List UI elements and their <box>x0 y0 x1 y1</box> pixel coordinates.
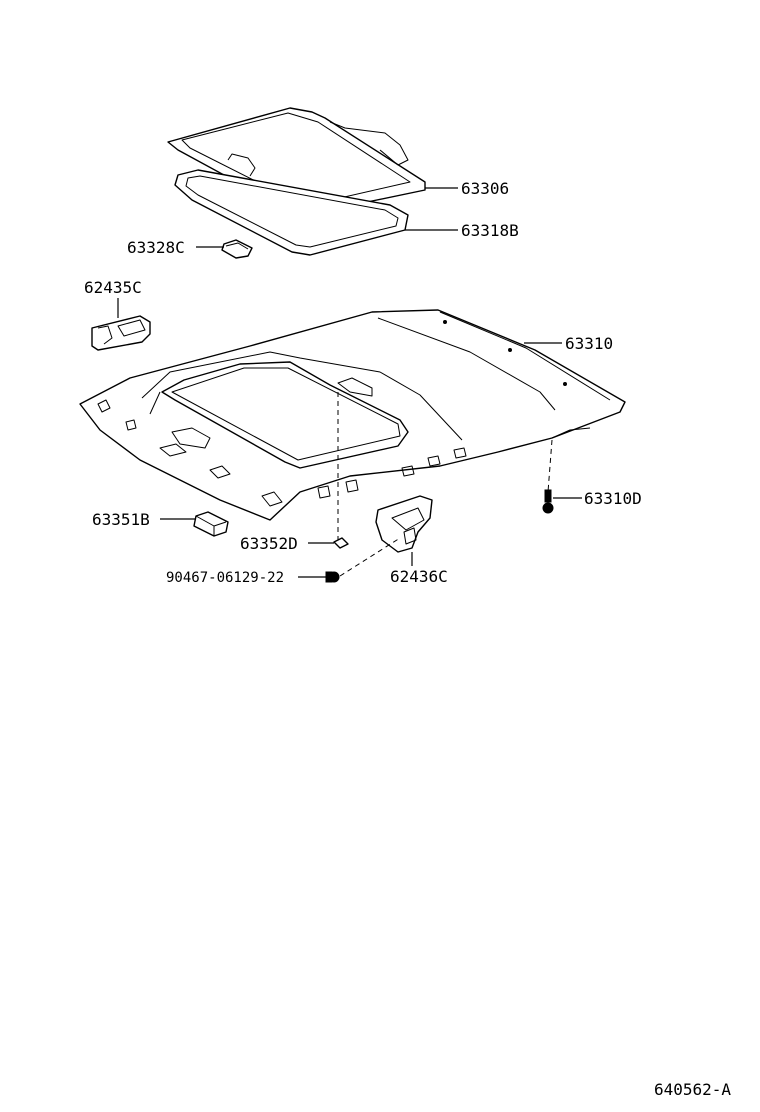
label-62435c: 62435C <box>84 278 142 297</box>
label-63310d: 63310D <box>584 489 642 508</box>
assembly-line <box>339 537 401 577</box>
left-cover-part <box>91 315 151 351</box>
right-cover-part <box>375 495 433 553</box>
clip-part <box>542 489 554 514</box>
stopper-part <box>221 239 253 259</box>
screw-part <box>325 571 340 583</box>
label-63318b: 63318B <box>461 221 519 240</box>
assembly-line <box>547 439 553 493</box>
pad-part <box>193 511 229 537</box>
label-63310: 63310 <box>565 334 613 353</box>
label-63328c: 63328C <box>127 238 185 257</box>
label-63351b: 63351B <box>92 510 150 529</box>
small-clip-part <box>333 537 349 549</box>
sunroof-seal <box>174 169 409 256</box>
drawing-number: 640562-A <box>654 1080 731 1099</box>
label-63306: 63306 <box>461 179 509 198</box>
label-63352d: 63352D <box>240 534 298 553</box>
headliner-panel <box>79 309 626 521</box>
label-90467-06129-22: 90467-06129-22 <box>166 570 284 586</box>
label-62436c: 62436C <box>390 567 448 586</box>
